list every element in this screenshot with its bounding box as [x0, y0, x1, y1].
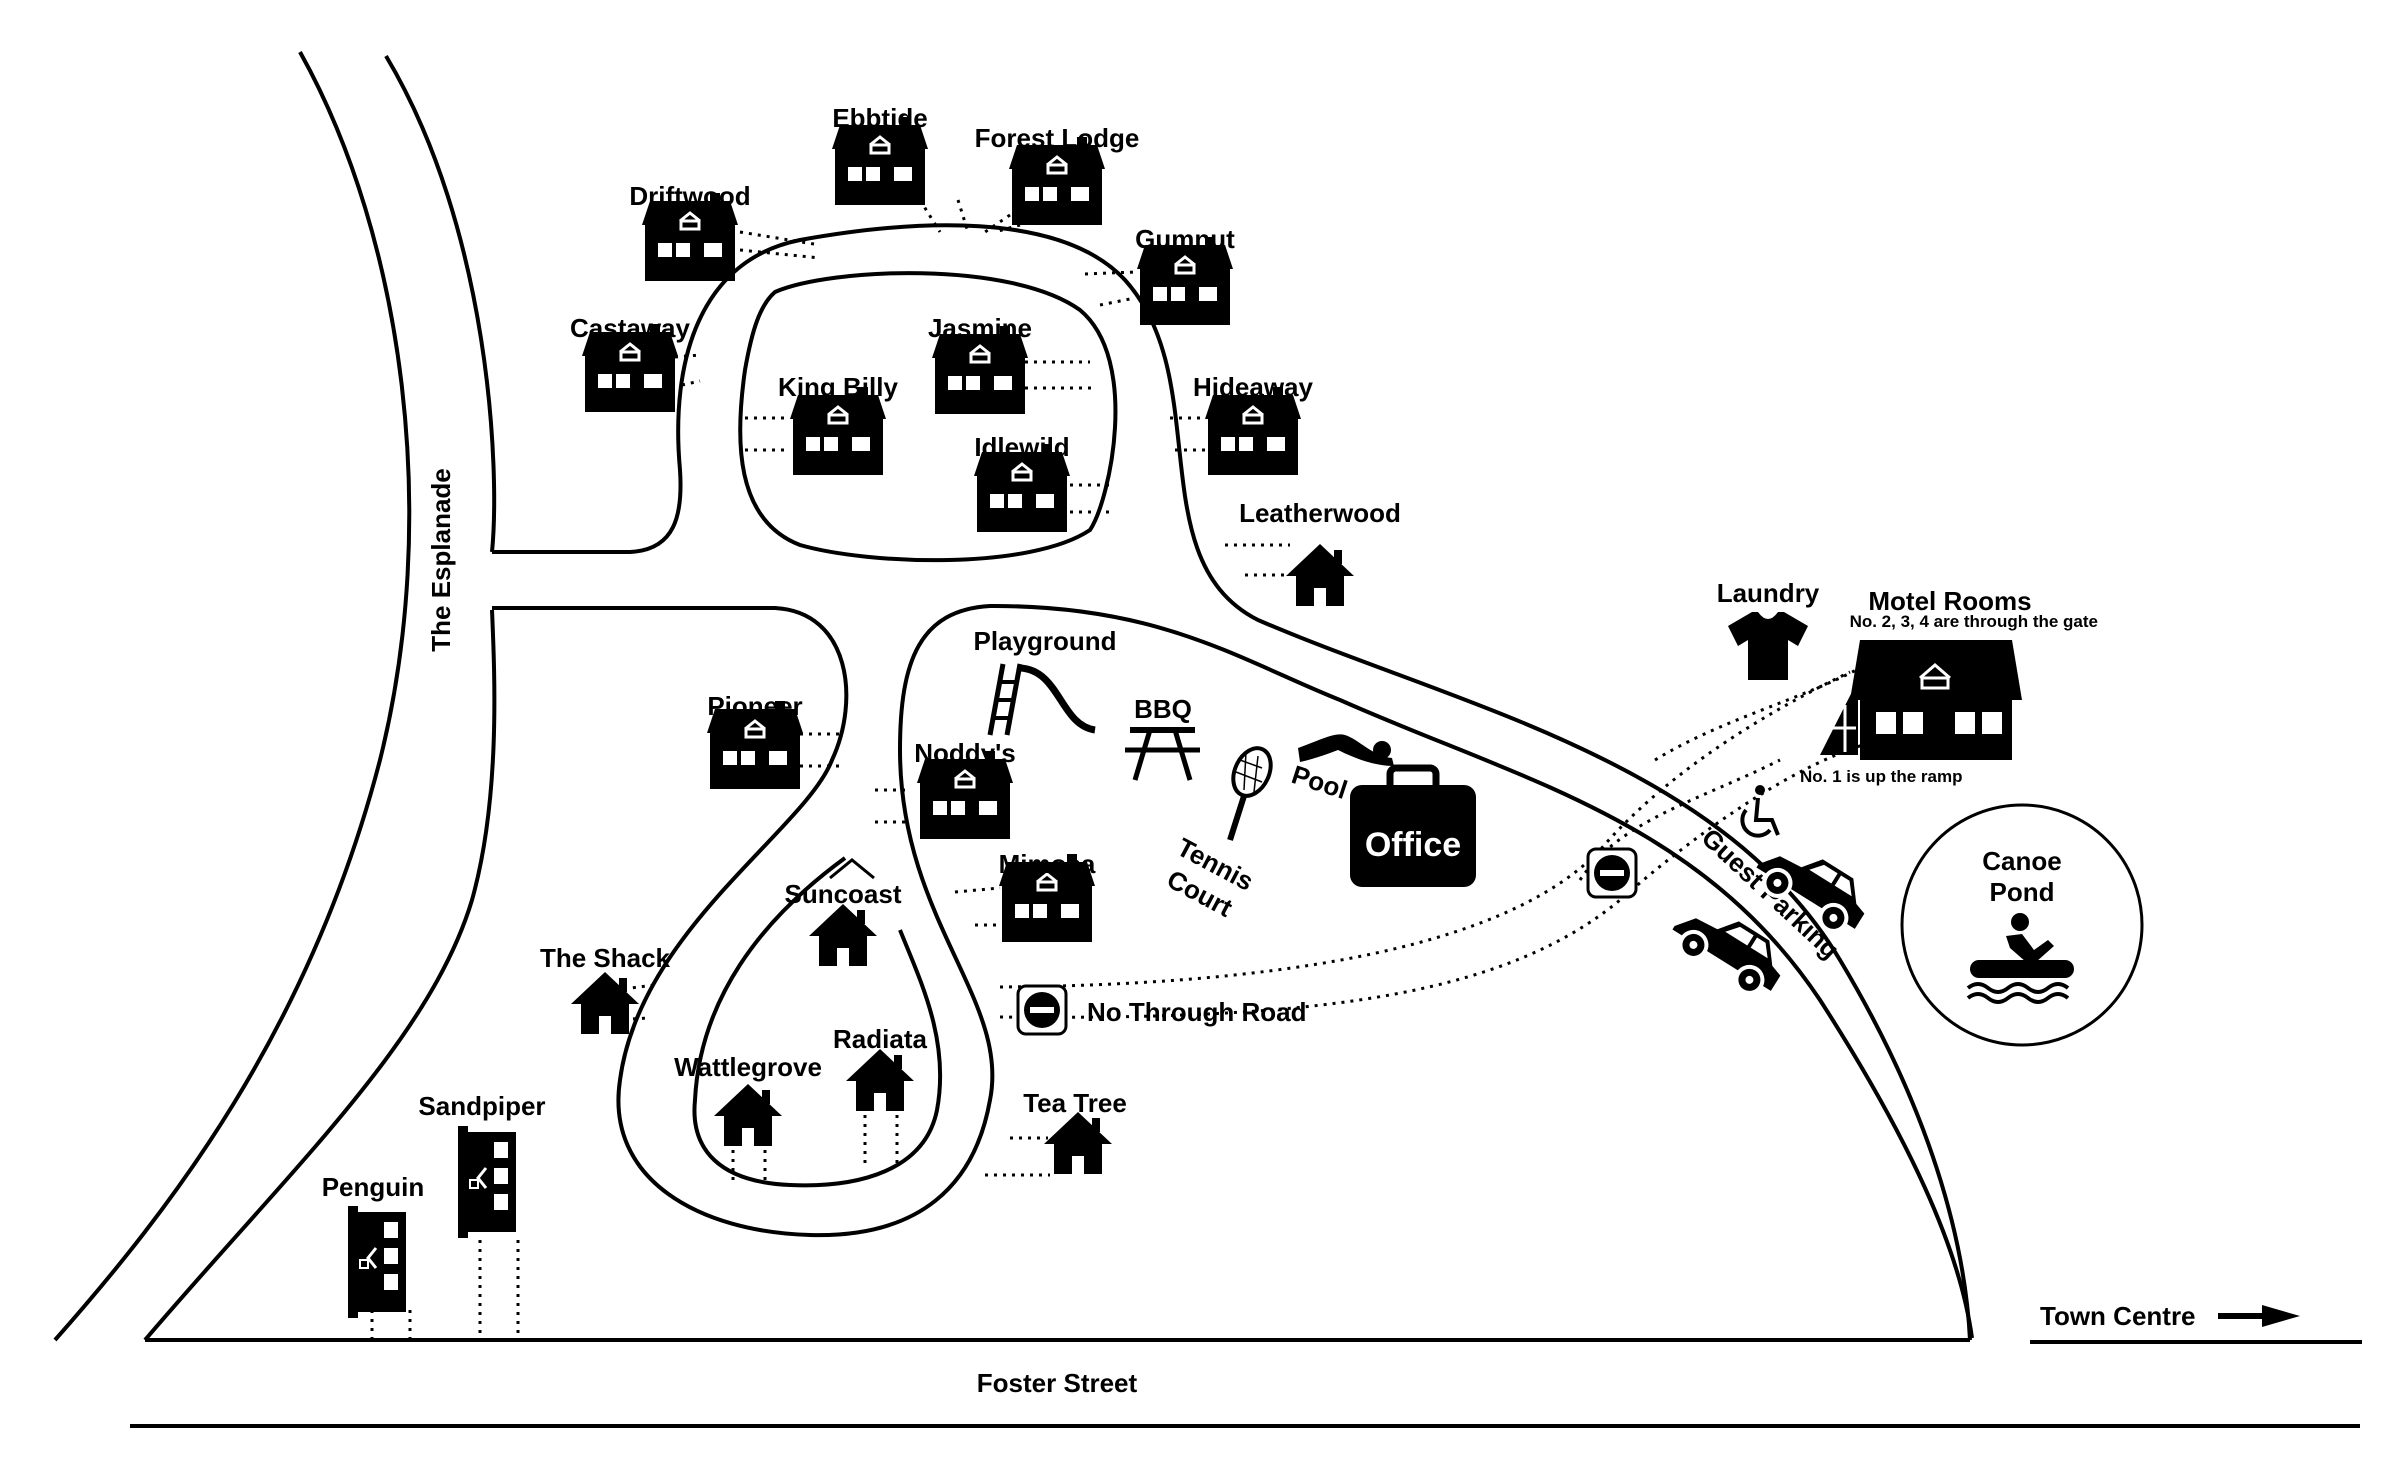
briefcase-icon: [1350, 764, 1476, 887]
slide-icon: [987, 663, 1096, 736]
motel-rooms: Motel Rooms No. 2, 3, 4 are through the …: [1800, 586, 2098, 786]
cabin-label: Forest Lodge: [975, 123, 1140, 153]
cabin-forest-lodge: Forest Lodge: [975, 123, 1140, 227]
cabin-label: Pioneer: [707, 691, 802, 721]
cabin-label: Idlewild: [974, 432, 1069, 462]
cabin-label: Tea Tree: [1023, 1088, 1127, 1118]
cabin-label: Suncoast: [784, 879, 901, 909]
cabin-label: Driftwood: [629, 181, 750, 211]
cabin-mimosa: Mimosa: [997, 849, 1097, 944]
cabin-jasmine: Jasmine: [928, 313, 1032, 416]
cabin-label: Noddy's: [914, 738, 1016, 768]
no-entry-sign: [1586, 847, 1638, 899]
street-foster: Foster Street: [977, 1368, 1138, 1398]
bbq-label: BBQ: [1134, 694, 1192, 724]
street-no-through-road: No Through Road: [1087, 997, 1307, 1027]
cabin-tea-tree: Tea Tree: [1023, 1088, 1127, 1174]
motel-label: Motel Rooms: [1868, 586, 2031, 616]
cabin-king-billy: King Billy: [778, 372, 898, 477]
laundry: Laundry: [1717, 578, 1820, 680]
street-esplanade: The Esplanade: [426, 468, 456, 652]
dotted-paths: [370, 199, 1881, 1340]
bbq: BBQ: [1125, 694, 1200, 781]
playground: Playground: [973, 626, 1117, 736]
motel-ramp-note: No. 1 is up the ramp: [1800, 767, 1962, 786]
canoe-label-line1: Canoe: [1982, 846, 2061, 876]
cabin-gumnut: Gumnut: [1135, 224, 1235, 327]
cabin-wattlegrove: Wattlegrove: [674, 1052, 822, 1146]
motel-gate-note: No. 2, 3, 4 are through the gate: [1850, 612, 2098, 631]
cabin-penguin: Penguin: [322, 1172, 425, 1320]
tshirt-icon: [1728, 612, 1808, 680]
cabin-label: Ebbtide: [832, 103, 927, 133]
cabin-pioneer: Pioneer: [705, 691, 805, 791]
cabin-label: Leatherwood: [1239, 498, 1401, 528]
office[interactable]: Office: [1350, 764, 1476, 887]
cabin-idlewild: Idlewild: [972, 432, 1072, 534]
playground-label: Playground: [973, 626, 1116, 656]
cabin-label: Sandpiper: [418, 1091, 545, 1121]
cabin-label: The Shack: [540, 943, 671, 973]
cabin-suncoast: Suncoast: [784, 858, 902, 966]
street-town-centre: Town Centre: [2040, 1301, 2196, 1331]
cabin-label: Castaway: [570, 313, 690, 343]
tennis-racket-icon: [1227, 746, 1273, 841]
cabin-ebbtide: Ebbtide: [830, 103, 930, 207]
office-label: Office: [1365, 826, 1461, 864]
cabin-label: King Billy: [778, 372, 898, 402]
no-entry-sign: [1016, 984, 1068, 1036]
cabin-leatherwood: Leatherwood: [1239, 498, 1401, 606]
arrow-right-icon: [2218, 1305, 2300, 1327]
cabin-driftwood: Driftwood: [629, 181, 751, 283]
cabin-the-shack: The Shack: [540, 943, 671, 1034]
cabin-label: Gumnut: [1135, 224, 1235, 254]
cabin-label: Radiata: [833, 1024, 927, 1054]
laundry-label: Laundry: [1717, 578, 1820, 608]
motel-building-icon: [1850, 640, 2022, 760]
cabin-label: Wattlegrove: [674, 1052, 822, 1082]
wheelchair-icon: [1740, 785, 1780, 838]
tennis-court: Tennis Court: [1162, 746, 1273, 923]
cabin-label: Hideaway: [1193, 372, 1313, 402]
cabin-label: Jasmine: [928, 313, 1032, 343]
canoe-icon: [1966, 913, 2074, 1004]
pool-label: Pool: [1288, 759, 1351, 805]
road-network: [53, 51, 2362, 1428]
cabin-label: Penguin: [322, 1172, 425, 1202]
cabin-sandpiper: Sandpiper: [418, 1091, 546, 1240]
cabin-noddys: Noddy's: [914, 738, 1016, 841]
canoe-pond: Canoe Pond: [1900, 803, 2144, 1047]
cabin-castaway: Castaway: [570, 313, 691, 414]
cabin-label: Mimosa: [999, 849, 1096, 879]
canoe-label-line2: Pond: [1990, 877, 2055, 907]
cabin-radiata: Radiata: [833, 1024, 927, 1111]
picnic-table-icon: [1125, 727, 1200, 781]
cabin-hideaway: Hideaway: [1193, 372, 1314, 477]
swimmer-icon: [1298, 734, 1394, 766]
ramp-icon: [1820, 680, 1858, 755]
